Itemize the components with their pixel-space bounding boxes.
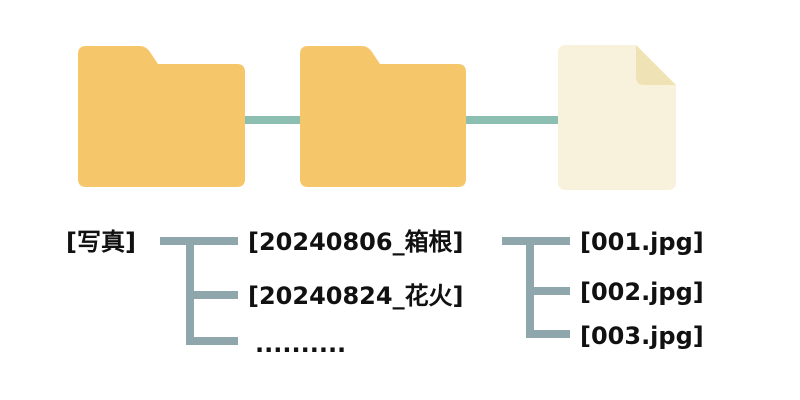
tree-lines-files	[502, 237, 570, 338]
folder-label: [20240824_花火]	[248, 282, 464, 310]
file-label: [003.jpg]	[580, 322, 704, 350]
tree-lines-folders	[160, 237, 238, 345]
connector-line	[240, 116, 306, 124]
root-folder-label: [写真]	[66, 228, 136, 256]
file-icon	[558, 45, 676, 190]
folder-icon	[78, 46, 245, 187]
connector-line	[460, 116, 564, 124]
folder-icon	[300, 46, 466, 187]
file-label: [001.jpg]	[580, 228, 704, 256]
folder-label: [20240806_箱根]	[248, 228, 464, 256]
file-label: [002.jpg]	[580, 278, 704, 306]
more-folders-ellipsis: ..........	[255, 330, 346, 358]
